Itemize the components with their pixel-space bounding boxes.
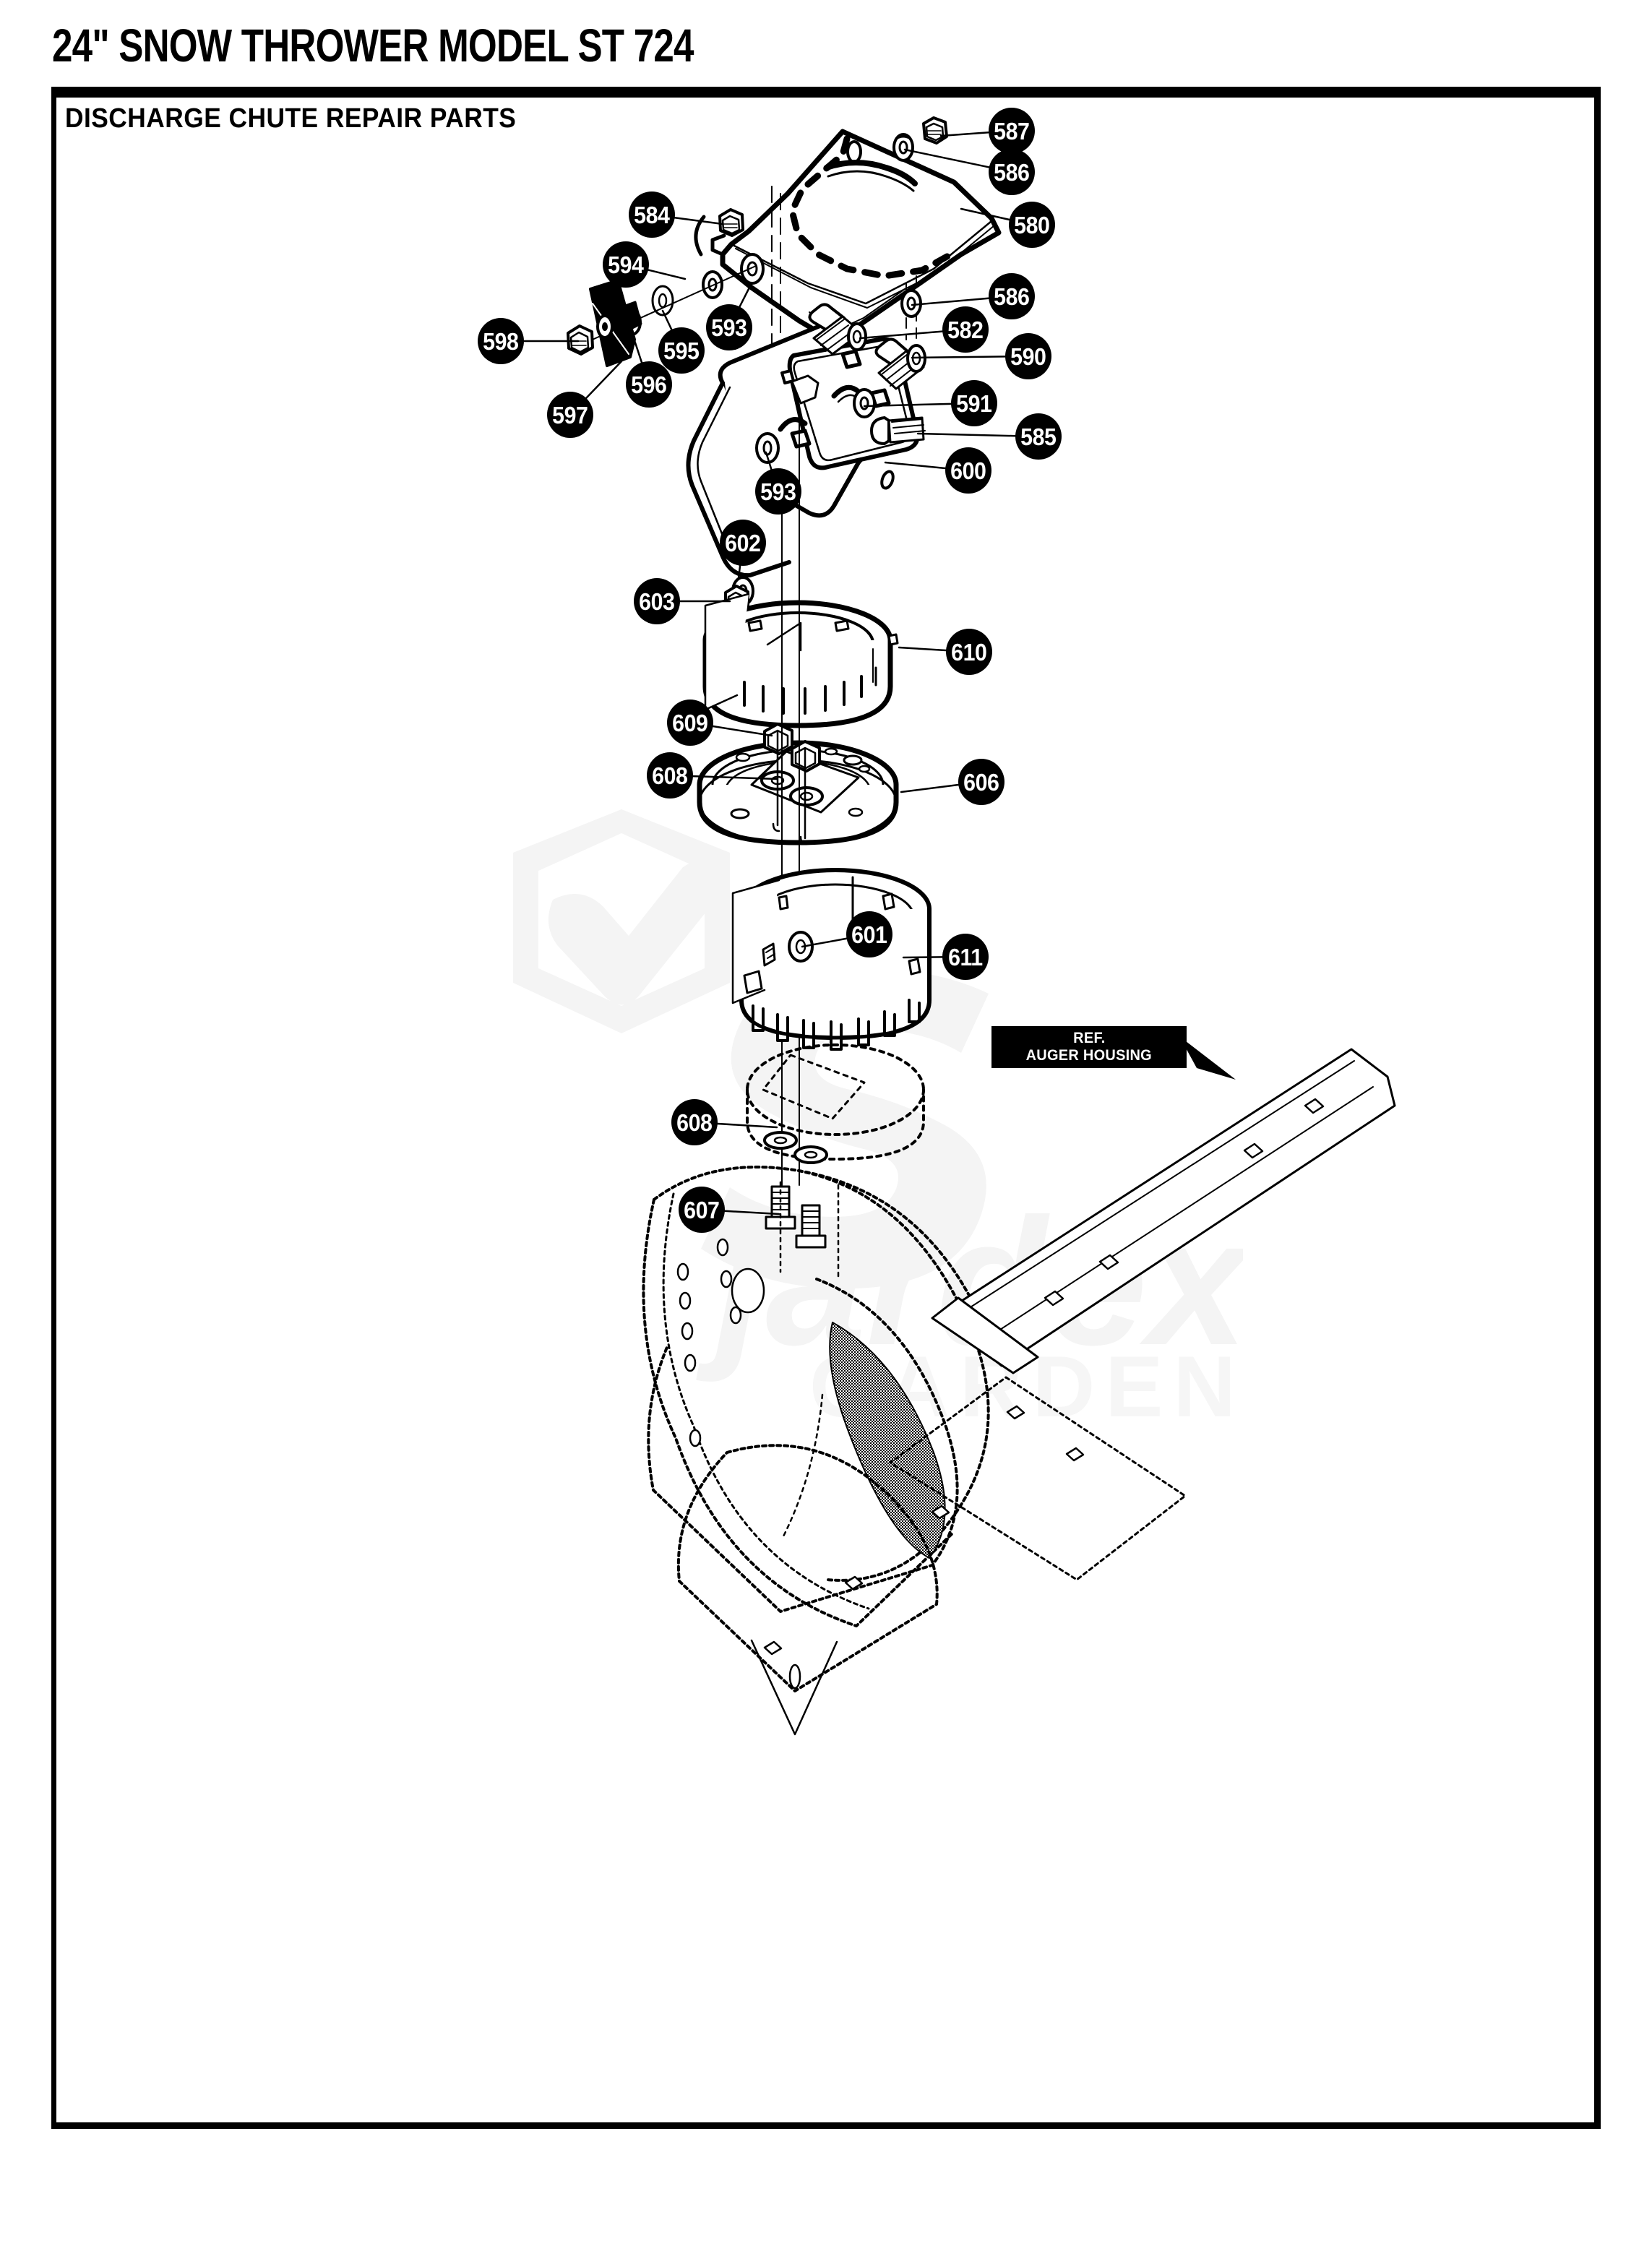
callout-611[interactable]: 611	[942, 934, 989, 980]
callout-590[interactable]: 590	[1005, 333, 1051, 379]
callout-608[interactable]: 608	[671, 1099, 718, 1145]
callout-number: 611	[948, 943, 983, 970]
callout-585[interactable]: 585	[1015, 413, 1062, 460]
callout-601[interactable]: 601	[846, 911, 892, 957]
ref-label-line2: AUGER HOUSING	[1025, 1047, 1153, 1064]
ref-label-line1: REF.	[1072, 1030, 1106, 1047]
frame-bottom-border	[51, 2122, 1601, 2129]
callout-597[interactable]: 597	[547, 392, 593, 438]
callout-number: 603	[639, 588, 675, 615]
callout-number: 593	[760, 478, 796, 505]
callout-number: 580	[1014, 211, 1050, 238]
callout-587[interactable]: 587	[989, 108, 1035, 154]
callout-number: 595	[663, 337, 700, 364]
callout-number: 610	[951, 638, 987, 666]
callout-number: 598	[483, 327, 519, 355]
callout-580[interactable]: 580	[1009, 202, 1055, 248]
frame-left-border	[51, 98, 56, 2129]
callout-595[interactable]: 595	[658, 327, 705, 374]
section-title: DISCHARGE CHUTE REPAIR PARTS	[65, 103, 517, 134]
callout-598[interactable]: 598	[478, 318, 524, 364]
callout-610[interactable]: 610	[946, 629, 992, 675]
callout-596[interactable]: 596	[626, 361, 672, 408]
callout-number: 590	[1010, 343, 1046, 370]
frame-right-border	[1594, 98, 1601, 2129]
callout-593[interactable]: 593	[706, 304, 752, 350]
callout-number: 607	[684, 1196, 720, 1223]
callout-number: 600	[950, 457, 986, 484]
callout-number: 601	[851, 921, 887, 948]
callout-number: 591	[956, 389, 992, 417]
callout-607[interactable]: 607	[679, 1187, 725, 1233]
callout-number: 584	[634, 201, 670, 228]
callout-582[interactable]: 582	[942, 306, 989, 353]
ref-label-pointer	[1179, 1036, 1236, 1080]
callout-number: 593	[711, 314, 747, 341]
callout-number: 602	[725, 529, 761, 556]
callout-594[interactable]: 594	[603, 241, 649, 288]
callout-591[interactable]: 591	[951, 380, 997, 426]
callout-586[interactable]: 586	[989, 273, 1035, 319]
callout-608[interactable]: 608	[647, 752, 693, 799]
callout-609[interactable]: 609	[667, 700, 713, 746]
callout-number: 594	[608, 251, 644, 278]
callout-586[interactable]: 586	[989, 149, 1035, 195]
callout-584[interactable]: 584	[629, 191, 675, 238]
callout-number: 582	[947, 316, 984, 343]
callout-606[interactable]: 606	[958, 759, 1004, 805]
frame-top-bar	[51, 87, 1601, 98]
callout-number: 587	[994, 117, 1030, 145]
callout-number: 608	[676, 1109, 713, 1136]
callout-number: 586	[994, 283, 1030, 310]
callout-593[interactable]: 593	[755, 468, 801, 515]
callout-number: 609	[672, 709, 708, 736]
callout-600[interactable]: 600	[945, 447, 991, 494]
callout-number: 608	[652, 762, 688, 789]
callout-602[interactable]: 602	[720, 520, 766, 566]
callout-number: 585	[1020, 423, 1057, 450]
callout-603[interactable]: 603	[634, 578, 680, 624]
page-title: 24" SNOW THROWER MODEL ST 724	[52, 20, 694, 72]
callout-number: 596	[631, 371, 667, 398]
callout-number: 586	[994, 158, 1030, 186]
ref-auger-housing-label: REF. AUGER HOUSING	[991, 1026, 1187, 1068]
callout-number: 597	[552, 401, 588, 429]
content-frame	[51, 87, 1601, 2129]
callout-number: 606	[963, 768, 999, 796]
